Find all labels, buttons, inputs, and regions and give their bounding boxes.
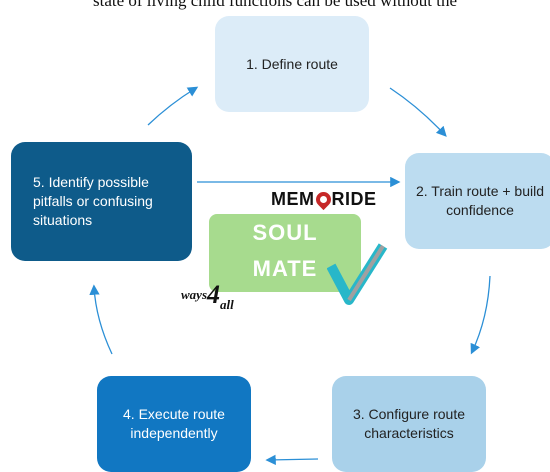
ways-four: 4 <box>207 280 220 309</box>
caption-fragment: state of living child functions can be u… <box>92 0 457 10</box>
step-label: 1. Define route <box>246 55 338 72</box>
memoride-text-end: RIDE <box>331 188 377 209</box>
arrow-4-to-5 <box>89 284 113 355</box>
soulmate-logo: SOUL MATE <box>209 214 388 305</box>
step-label: 5. Identify possible pitfalls or confusi… <box>33 174 153 228</box>
arrow-3-to-4 <box>265 454 319 466</box>
arrow-1-to-2 <box>389 87 447 137</box>
memoride-logo: MEM RIDE <box>271 188 377 210</box>
location-pin-icon <box>312 188 334 210</box>
step-train-route: 2. Train route + build confidence <box>405 153 550 249</box>
step-execute-route: 4. Execute route independently <box>97 376 251 472</box>
step-label: 2. Train route + build confidence <box>415 183 545 218</box>
ways-text: ways <box>181 287 207 302</box>
step-configure-route: 3. Configure route characteristics <box>332 376 486 472</box>
step-label: 4. Execute route independently <box>123 406 225 441</box>
soul-text: SOUL <box>252 220 318 245</box>
step-label: 3. Configure route characteristics <box>352 406 466 441</box>
memoride-text-start: MEM <box>271 188 315 209</box>
step-define-route: 1. Define route <box>215 16 369 112</box>
ways4all-logo: ways4all <box>181 276 234 312</box>
step-identify-pitfalls: 5. Identify possible pitfalls or confusi… <box>11 142 192 261</box>
arrow-2-to-3 <box>470 275 491 355</box>
mate-text: MATE <box>252 256 318 281</box>
arrow-5-to-1 <box>147 86 199 126</box>
soulmate-check-icon <box>327 243 388 305</box>
ways-all: all <box>220 297 234 312</box>
